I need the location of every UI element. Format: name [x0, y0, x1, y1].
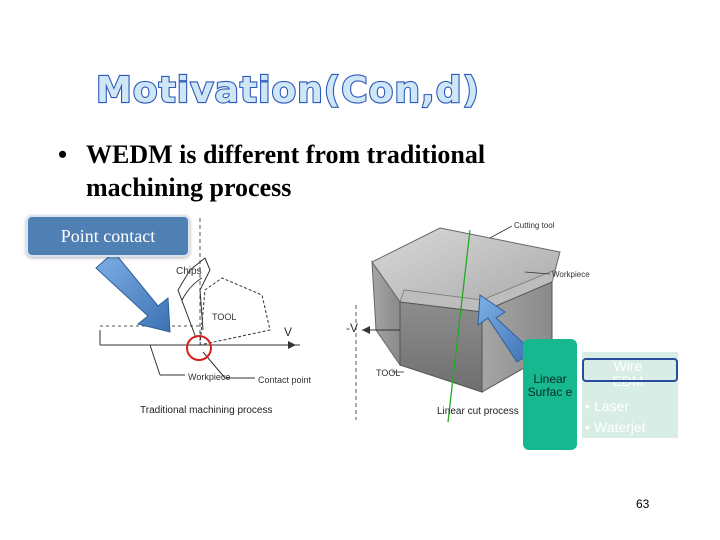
tool-label-right: TOOL [376, 368, 400, 378]
title-text: Motivation(Con,d) [96, 70, 480, 111]
cutting-tool-label: Cutting tool [514, 221, 555, 230]
bullet-text: WEDM is different from traditional machi… [86, 140, 486, 202]
slide-title: Motivation(Con,d) [95, 69, 480, 112]
list-bullet: • [585, 398, 590, 414]
list-bullet: • [585, 419, 590, 435]
velocity-label-right: -V [346, 321, 358, 335]
chips-label: Chips [176, 266, 202, 277]
list-item-label: Laser [594, 398, 630, 414]
velocity-label-left: V [284, 325, 292, 339]
contact-point-label: Contact point [258, 375, 312, 385]
tool-label-left: TOOL [212, 312, 236, 322]
page-number: 63 [636, 497, 650, 511]
wire-edm-highlight-box [582, 358, 678, 382]
traditional-caption: Traditional machining process [140, 405, 272, 416]
list-item-laser: • Laser [585, 398, 630, 414]
linear-cut-arrow [477, 294, 534, 363]
point-contact-arrow [95, 251, 171, 333]
point-contact-callout: Point contact [26, 215, 190, 257]
list-item-label: Waterjet [594, 419, 646, 435]
workpiece-label-right: Workpiece [552, 270, 590, 279]
workpiece-label-left: Workpiece [188, 372, 230, 382]
bullet-marker: • [58, 140, 68, 169]
list-item-waterjet: • Waterjet [585, 419, 646, 435]
traditional-machining-figure: Chips TOOL V Workpiece Contact point Tra… [99, 218, 312, 416]
linear-cut-figure: Cutting tool Workpiece -V TOOL Linear cu… [346, 221, 590, 423]
process-list-panel [582, 352, 678, 438]
machining-diagram: Chips TOOL V Workpiece Contact point Tra… [95, 218, 590, 423]
linear-surface-box: Linear Surfac e [523, 339, 577, 450]
linear-cut-caption: Linear cut process [437, 406, 519, 417]
